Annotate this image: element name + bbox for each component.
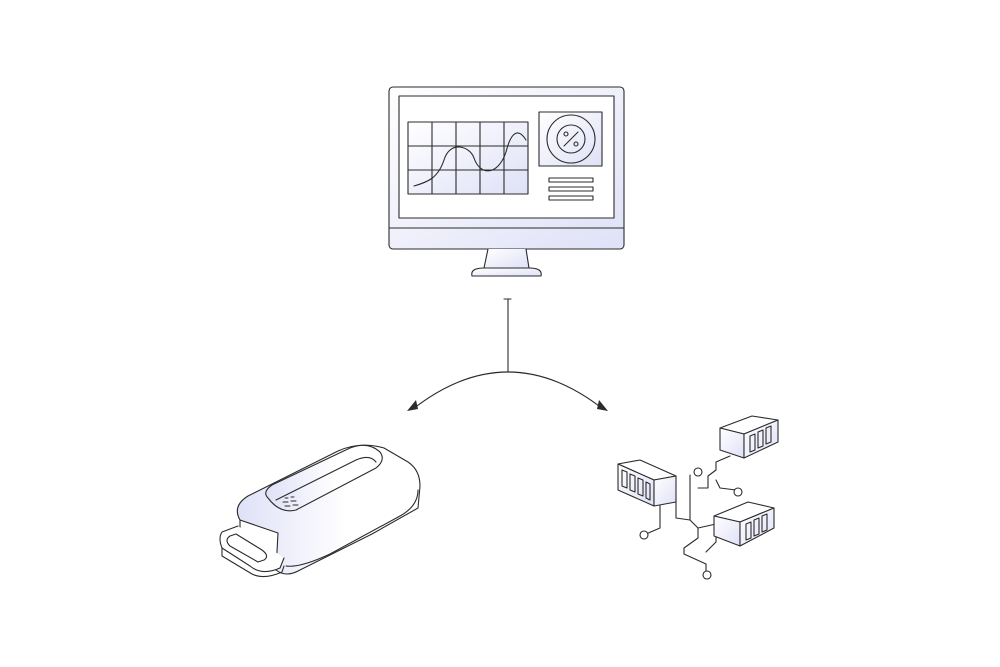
container-box-icon	[617, 459, 677, 507]
monitor-dashboard-icon	[388, 86, 625, 277]
obd-dongle-icon	[219, 444, 421, 578]
container-box-icon	[713, 501, 775, 547]
container-network-icon	[617, 415, 779, 580]
container-box-icon	[719, 415, 779, 459]
line-graph-icon	[407, 121, 529, 195]
text-lines-icon	[548, 177, 594, 201]
percent-gauge-icon	[538, 111, 603, 167]
connector-arrows	[407, 298, 608, 411]
arrow-right-icon	[597, 400, 608, 411]
arrow-left-icon	[407, 400, 418, 411]
